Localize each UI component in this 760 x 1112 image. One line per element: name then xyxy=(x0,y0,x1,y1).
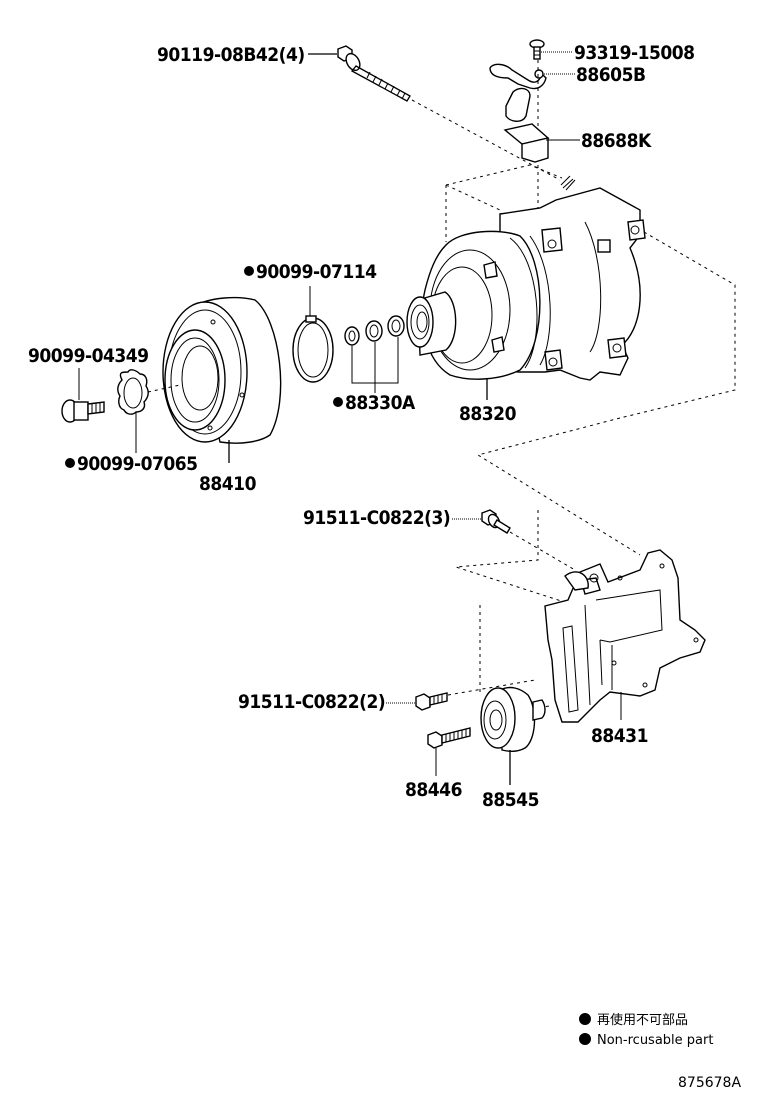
label-snap-ring: 90099-07114 xyxy=(256,261,377,283)
guide-line xyxy=(476,417,641,556)
part-lock-washer[interactable]: 90099-07065 xyxy=(65,369,198,475)
drawing-number: 875678A xyxy=(678,1075,741,1091)
guide-line xyxy=(445,164,736,419)
label-plate: 88688K xyxy=(581,130,652,152)
part-idler-pulley[interactable]: 88545 xyxy=(480,686,546,811)
guide-line xyxy=(147,384,181,393)
part-screw-top[interactable]: 93319-15008 xyxy=(529,39,695,64)
label-lock-washer: 90099-07065 xyxy=(77,453,198,475)
part-snap-ring[interactable]: 90099-07114 xyxy=(244,261,378,383)
label-compressor: 88320 xyxy=(459,403,517,425)
compressor-icon xyxy=(406,175,646,381)
legend-marker xyxy=(579,1013,591,1025)
label-idler-pulley: 88545 xyxy=(482,789,539,811)
part-switch[interactable]: 88605B xyxy=(489,60,646,220)
bracket-bolt-icon xyxy=(415,692,448,711)
idler-bolt-icon xyxy=(427,727,471,749)
idler-pulley-icon xyxy=(480,686,546,753)
washers-icon xyxy=(344,315,405,346)
non-reusable-marker xyxy=(65,458,75,468)
bracket-icon xyxy=(544,549,706,723)
part-plate[interactable]: 88688K xyxy=(503,123,652,163)
pulley-icon xyxy=(162,296,282,444)
legend-item-jp: 再使用不可部品 xyxy=(597,1012,688,1028)
part-bracket-bolt-3[interactable]: 91511-C0822(3) xyxy=(303,507,621,621)
legend: 再使用不可部品 Non-rcusable part xyxy=(579,1012,713,1048)
part-clutch-pulley[interactable]: 88410 xyxy=(162,296,282,495)
part-bracket-bolt-2[interactable]: 91511-C0822(2) xyxy=(238,679,551,713)
bracket-bolt-icon xyxy=(481,509,511,534)
label-clutch-pulley: 88410 xyxy=(199,473,257,495)
leader-washers xyxy=(351,337,399,393)
label-bolt-left: 90099-04349 xyxy=(28,345,149,367)
non-reusable-marker xyxy=(333,397,343,407)
label-screw-top: 93319-15008 xyxy=(574,42,695,64)
snap-ring-icon xyxy=(292,315,334,383)
plate-icon xyxy=(503,123,550,163)
part-bolt-left[interactable]: 90099-04349 xyxy=(28,345,149,423)
part-compressor[interactable]: 88320 xyxy=(406,164,736,425)
label-idler-bolt: 88446 xyxy=(405,779,462,801)
label-bracket: 88431 xyxy=(591,725,648,747)
label-bracket-bolt-2: 91511-C0822(2) xyxy=(238,691,385,713)
legend-item-en: Non-rcusable part xyxy=(597,1033,713,1048)
label-bracket-bolt-3: 91511-C0822(3) xyxy=(303,507,450,529)
part-bracket[interactable]: 88431 xyxy=(479,549,706,747)
label-switch: 88605B xyxy=(576,64,646,86)
part-idler-bolt[interactable]: 88446 xyxy=(405,727,471,801)
non-reusable-marker xyxy=(244,266,254,276)
legend-marker xyxy=(579,1033,591,1045)
bolt-left-icon xyxy=(61,399,105,423)
label-washers: 88330A xyxy=(345,392,416,414)
screw-icon xyxy=(529,39,545,60)
switch-icon xyxy=(489,63,547,122)
lock-washer-icon xyxy=(117,369,149,415)
part-washers[interactable]: 88330A xyxy=(333,315,416,414)
guide-line xyxy=(455,510,621,621)
label-bolt-top: 90119-08B42(4) xyxy=(157,44,305,66)
bolt-top-icon xyxy=(337,45,411,102)
